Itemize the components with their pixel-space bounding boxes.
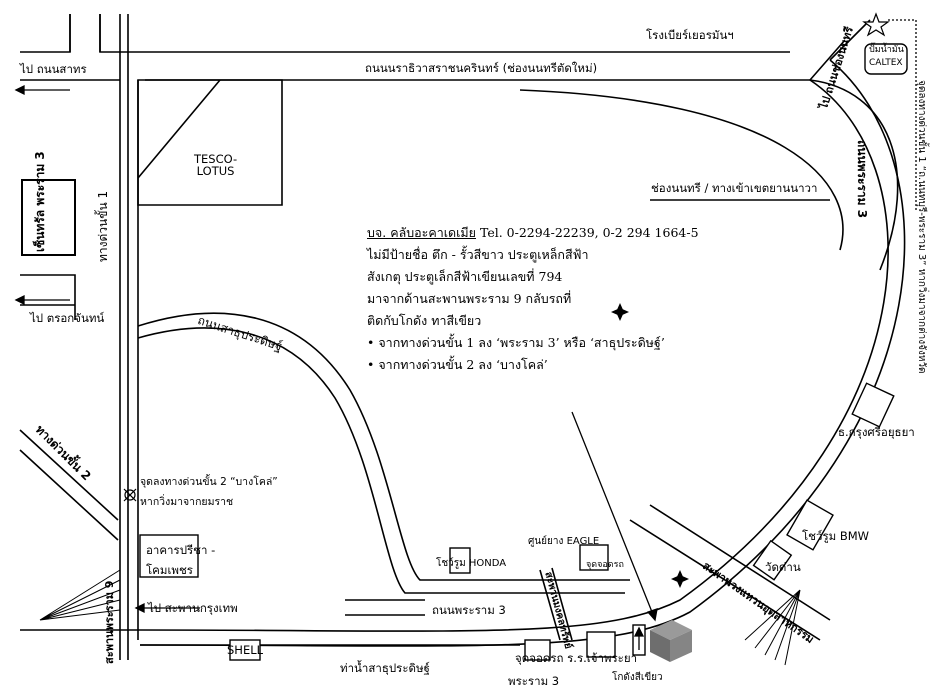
info-line-4: มาจากด้านสะพานพระราม 9 กลับรถที่ (367, 291, 572, 306)
label-shell: SHELL (227, 643, 264, 657)
info-line-2: ไม่มีป้ายชื่อ ตึก - รั้วสีขาว ประตูเหล็ก… (367, 247, 589, 262)
label-eagle: ศูนย์ยาง EAGLE (528, 536, 600, 547)
expressway-1 (119, 14, 139, 660)
info-block: บจ. คลับอะคาเดเมีย Tel. 0-2294-22239, 0-… (367, 222, 699, 376)
label-beer: โรงเบียร์เยอรมันฯ (646, 28, 734, 42)
expressway-2 (19, 429, 119, 541)
label-prasat: อาคารปรีชา - โคมเพชร (146, 543, 216, 577)
building-caltex (864, 43, 908, 75)
label-to-tok: ไป ตรอกจันทน์ (30, 311, 105, 325)
label-tesco: TESCO- LOTUS (194, 152, 238, 178)
warehouse-green (650, 620, 692, 662)
label-right-note: จุดลงทางด่วนขั้น 1 “ถ.นนทบุรี-พระราม 3” … (916, 80, 927, 374)
label-bmw: โชว์รูม BMW (802, 529, 870, 543)
label-to-bridge: ไป สะพานกรุงเทพ (148, 601, 238, 615)
building-prasat (139, 534, 199, 578)
tesco-building (137, 79, 283, 206)
label-jk: จุดจอดรถ (586, 560, 624, 570)
uturn-marker-icon-2 (671, 570, 689, 588)
label-caltex: CALTEX (869, 58, 903, 68)
road-label-narathiwat: ถนนนราธิวาสราชนครินทร์ (ช่องนนทรีตัดใหม่… (365, 61, 598, 75)
label-exit2: จุดลงทางด่วนขั้น 2 “บางโคล่” (140, 476, 278, 488)
building-eagle (579, 544, 609, 571)
info-company: บจ. คลับอะคาเดเมีย (367, 225, 476, 240)
label-watdan: วัดด่าน (765, 560, 801, 574)
label-exit2b: หากวิ่งมาจากยมราช (140, 496, 234, 508)
label-caltex-th: ปั๊มน้ำมัน (869, 45, 904, 55)
info-line-3: สังเกตุ ประตูเล็กสีฟ้าเขียนเลขที่ 794 (367, 269, 563, 284)
building-bmw (786, 499, 834, 551)
uturn-marker-icon (611, 303, 629, 321)
info-line-7: • จากทางด่วนขั้น 2 ลง ‘บางโคล่’ (367, 357, 548, 372)
label-chongnonsi-entrance: ช่องนนทรี / ทางเข้าเขตยานนาวา (651, 181, 818, 195)
label-ror: จุดจอดรถ ร.ร.เจ้าพระยา (515, 651, 638, 665)
building-watdan (752, 539, 793, 581)
label-pier: ท่าน้ำสาธุประดิษฐ์ (340, 661, 430, 675)
label-krungsri: ธ.กรุงศรีอยุธยา (838, 425, 915, 439)
info-tel: Tel. 0-2294-22239, 0-2 294 1664-5 (476, 225, 699, 240)
road-rama3-curve (519, 89, 844, 251)
road-label-rama4: ถนนพระราม 3 (855, 140, 869, 219)
building-ror (524, 639, 551, 661)
road-label-expressway-1: ทางด่วนขั้น 1 (96, 190, 110, 262)
star-icon-top (862, 12, 890, 37)
exit-marker-icon (123, 488, 137, 502)
label-rama3-bottom: พระราม 3 (508, 674, 560, 688)
label-central: เซ็นทรัล พระราม 3 (33, 151, 47, 252)
label-to-sathorn: ไป ถนนสาทร (20, 62, 87, 76)
label-honda: โชว์รูม HONDA (436, 558, 507, 569)
road-label-rama9-bridge: สะพานพระราม 9 (103, 580, 116, 664)
info-line-5: ติดกับโกดัง ทาสีเขียว (367, 313, 482, 328)
building-krungsri (851, 382, 895, 428)
building-honda (449, 547, 471, 574)
info-line-6: • จากทางด่วนขั้น 1 ลง ‘พระราม 3’ หรือ ‘ส… (367, 335, 665, 350)
building-jk (586, 631, 616, 658)
road-sathupradit (137, 312, 630, 581)
label-warehouse: โกดังสีเขียว (612, 672, 663, 683)
road-label-rama3: ถนนพระราม 3 (432, 603, 506, 617)
building-shell (229, 639, 261, 661)
bridge-right (629, 504, 831, 641)
arrow-to-target (571, 411, 653, 613)
